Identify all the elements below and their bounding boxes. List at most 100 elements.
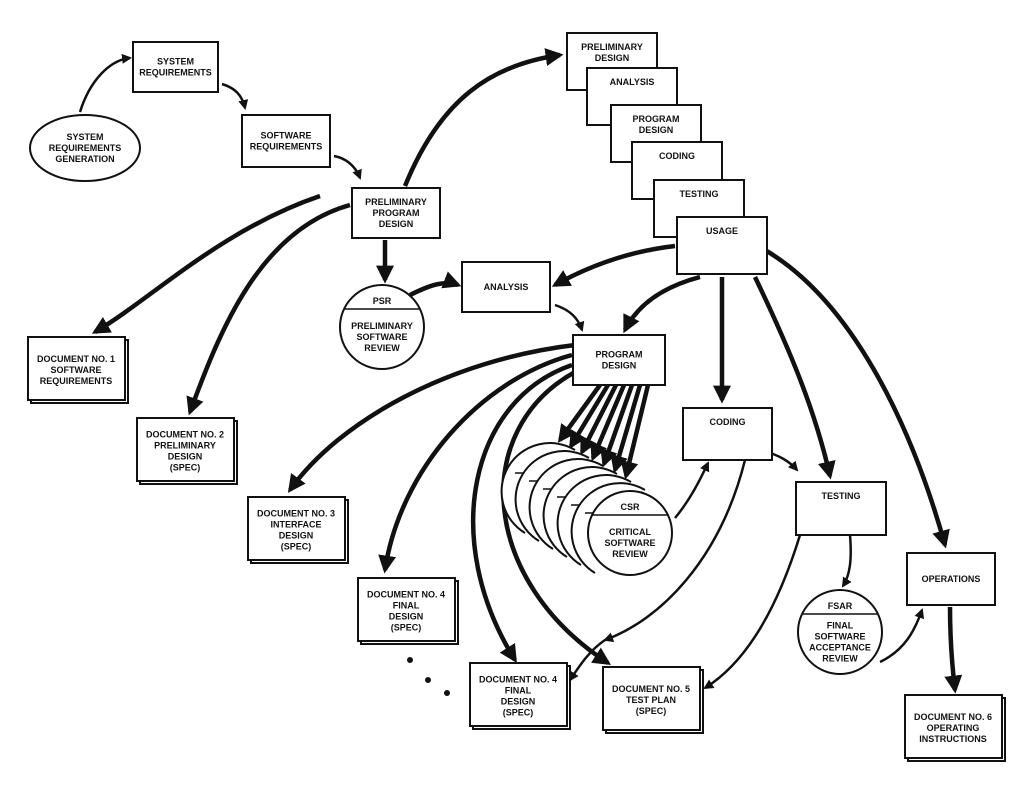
label-line: CODING — [710, 417, 746, 427]
flow-arrow — [554, 303, 585, 332]
label-line: FINAL — [393, 601, 420, 611]
label-line: REQUIREMENTS — [139, 68, 212, 78]
label-line: PROGRAM — [633, 114, 680, 124]
flow-arrow — [378, 352, 573, 574]
flow-arrow — [763, 248, 950, 549]
label-line: PRELIMINARY — [154, 441, 216, 451]
flow-arrow — [620, 384, 651, 480]
label-line: DESIGN — [389, 612, 424, 622]
coding-box: CODING — [682, 407, 773, 461]
label-line: PRELIMINARY — [365, 197, 427, 207]
label-line: (SPEC) — [636, 706, 667, 716]
label-line: INSTRUCTIONS — [919, 734, 987, 744]
label-line: REVIEW — [364, 343, 400, 353]
testing-box: TESTING — [795, 481, 887, 536]
label-line: TESTING — [821, 491, 860, 501]
label-line: CODING — [659, 151, 695, 161]
label-line: PRELIMINARY — [581, 42, 643, 52]
label-line: DOCUMENT NO. 5 — [612, 684, 690, 694]
label-line: DESIGN — [595, 53, 630, 63]
label-line: DOCUMENT NO. 6 — [914, 712, 992, 722]
label-line: SOFTWARE — [357, 332, 408, 342]
flow-arrow — [557, 383, 602, 443]
flow-arrow — [221, 82, 249, 110]
label-line: ANALYSIS — [610, 77, 655, 87]
label-line: SOFTWARE — [261, 131, 312, 141]
label-line: DESIGN — [501, 697, 536, 707]
label-line: REVIEW — [822, 654, 858, 664]
flow-arrow — [569, 383, 610, 450]
flow-arrow — [551, 243, 676, 287]
label-line: SOFTWARE — [605, 538, 656, 548]
label-line: FINAL — [827, 621, 854, 631]
flow-arrow — [752, 276, 836, 480]
label-line: DOCUMENT NO. 3 — [257, 509, 335, 519]
flow-arrow — [408, 271, 462, 298]
label-line: OPERATIONS — [922, 574, 981, 584]
flow-arrow — [610, 384, 643, 474]
review-abbr: CSR — [620, 502, 640, 512]
label-line: (SPEC) — [503, 708, 534, 718]
label-line: ACCEPTANCE — [809, 643, 871, 653]
flow-arrow — [287, 342, 576, 493]
ellipsis-dot — [425, 677, 431, 683]
label-line: REQUIREMENTS — [250, 142, 323, 152]
ellipsis-dot — [444, 690, 450, 696]
flow-arrow — [622, 274, 701, 334]
flow-arrow — [703, 534, 802, 690]
ellipsis-dot — [407, 657, 413, 663]
flow-arrow — [841, 534, 852, 588]
waterfall-step: USAGE — [676, 216, 768, 275]
flow-arrow — [471, 362, 573, 664]
flow-arrow — [568, 638, 606, 682]
label-line: USAGE — [706, 226, 738, 236]
label-line: TEST PLAN — [626, 695, 676, 705]
flow-arrow — [186, 202, 351, 416]
label-line: OPERATING — [927, 723, 980, 733]
label-line: DESIGN — [639, 125, 674, 135]
label-line: (SPEC) — [391, 623, 422, 633]
flow-arrow — [579, 383, 619, 456]
label-line: DOCUMENT NO. 4 — [367, 590, 445, 600]
label-line: PROGRAM — [373, 208, 420, 218]
label-line: REQUIREMENTS — [49, 143, 122, 153]
label-line: REQUIREMENTS — [40, 376, 113, 386]
review-abbr: PSR — [373, 296, 392, 306]
flow-arrow — [603, 459, 747, 642]
label-line: (SPEC) — [170, 463, 201, 473]
label-line: ANALYSIS — [484, 282, 529, 292]
label-line: REVIEW — [612, 549, 648, 559]
label-line: SOFTWARE — [815, 632, 866, 642]
label-line: CRITICAL — [609, 527, 651, 537]
flow-arrow — [674, 461, 710, 519]
label-line: DOCUMENT NO. 4 — [479, 675, 557, 685]
operations-box: OPERATIONS — [906, 552, 996, 606]
label-line: SYSTEM — [157, 57, 194, 67]
flow-arrow — [91, 193, 321, 334]
flow-arrow — [944, 606, 963, 694]
label-line: SYSTEM — [66, 132, 103, 142]
flow-arrow — [333, 154, 362, 180]
label-line: SOFTWARE — [51, 365, 102, 375]
flow-arrow — [590, 384, 627, 462]
analysis-box: ANALYSIS — [461, 261, 551, 313]
label-line: PRELIMINARY — [351, 321, 413, 331]
label-line: DESIGN — [379, 219, 414, 229]
label-line: GENERATION — [55, 154, 114, 164]
flow-arrow — [78, 53, 132, 113]
label-line: FINAL — [505, 686, 532, 696]
